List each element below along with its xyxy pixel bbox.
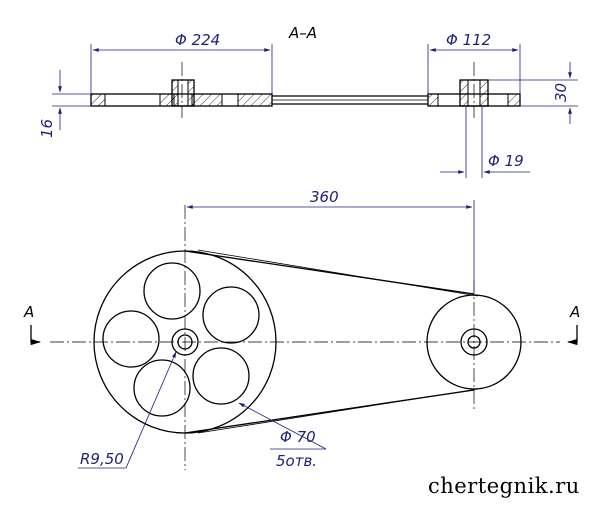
dimension-label-bore-diameter: Φ 19 — [488, 152, 524, 170]
lightening-hole — [192, 347, 250, 405]
dimension-label-hub-thickness: 16 — [38, 119, 56, 138]
lightening-hole — [102, 310, 160, 368]
svg-text:A: A — [23, 303, 34, 321]
small-pulley — [426, 294, 522, 390]
section-marker-right: A — [566, 303, 580, 346]
dimension-small-diameter: Φ 112 — [427, 31, 521, 94]
section-marker-left: A — [23, 303, 42, 346]
belt-section — [272, 95, 428, 105]
section-title: A–A — [288, 24, 317, 42]
belt — [184, 249, 479, 434]
bore — [177, 334, 193, 350]
dimension-label-hole-diameter: Φ 70 — [280, 428, 316, 446]
dimension-label-hole-count: 5отв. — [276, 452, 317, 470]
dimension-label-large-diameter: Φ 224 — [175, 31, 220, 49]
plan-view: 360 R9,50 Φ 70 5отв. A A — [23, 188, 580, 470]
lightening-hole — [143, 262, 201, 320]
lightening-hole — [202, 286, 260, 344]
dimension-label-small-diameter: Φ 112 — [446, 31, 491, 49]
dimension-center-distance: 360 — [186, 188, 475, 294]
hub-outer — [171, 328, 199, 356]
dimension-label-height: 30 — [552, 83, 570, 102]
watermark: chertegnik.ru — [428, 474, 580, 498]
dimension-large-diameter: Φ 224 — [90, 31, 273, 94]
large-pulley — [93, 250, 277, 434]
dimension-label-radius: R9,50 — [80, 450, 124, 468]
lightening-hole — [133, 359, 191, 417]
svg-text:A: A — [569, 303, 580, 321]
dimension-bore-diameter: Φ 19 — [440, 106, 530, 178]
leader-holes: Φ 70 5отв. — [238, 402, 327, 470]
large-pulley-section — [90, 79, 273, 107]
dimension-hub-thickness: 16 — [38, 70, 91, 138]
dimension-label-center-distance: 360 — [310, 188, 339, 206]
dimension-height: 30 — [488, 62, 578, 124]
section-view: A–A — [38, 24, 578, 178]
leader-radius: R9,50 — [78, 351, 177, 469]
